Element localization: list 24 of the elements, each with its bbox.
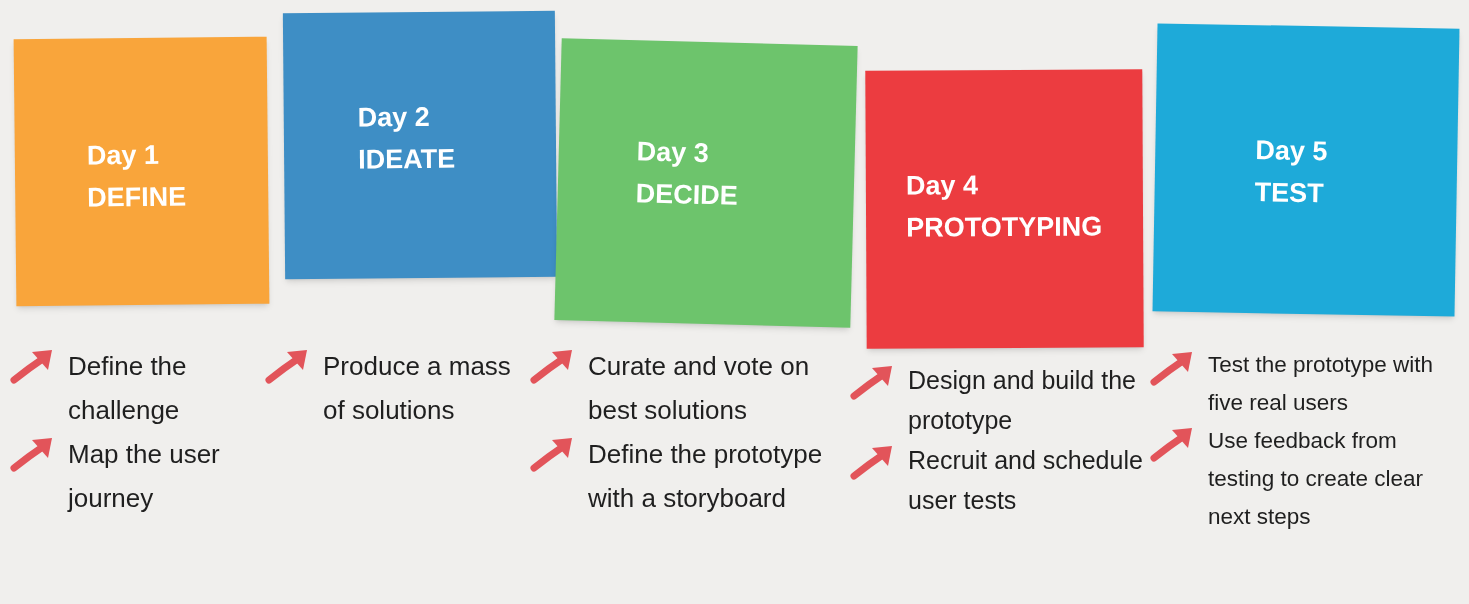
- phase-title: PROTOTYPING: [906, 210, 1103, 245]
- sticky-note: [1152, 23, 1460, 317]
- day-label: Day 1: [86, 138, 160, 173]
- phase-title: IDEATE: [357, 142, 456, 177]
- step-text: Map the user journey: [68, 438, 221, 515]
- sticky-note: [13, 36, 270, 307]
- phase-title: DECIDE: [635, 177, 739, 213]
- step-text: Produce a mass of solutions: [323, 350, 512, 427]
- phase-title: TEST: [1254, 176, 1324, 211]
- day-label: Day 2: [357, 100, 430, 135]
- phase-title: DEFINE: [87, 180, 187, 215]
- step-text: Curate and vote on best solutions: [588, 350, 811, 427]
- step-text: Recruit and schedule user tests: [908, 445, 1144, 516]
- step-text: Use feedback from testing to create clear next steps: [1208, 427, 1425, 531]
- sticky-note: [554, 38, 858, 328]
- sticky-note: [282, 10, 558, 280]
- sticky-note: [865, 69, 1144, 349]
- day-label: Day 3: [636, 135, 710, 171]
- day-label: Day 5: [1254, 134, 1328, 169]
- day-label: Day 4: [905, 169, 979, 203]
- step-text: Define the challenge: [68, 350, 188, 427]
- step-text: Test the prototype with five real users: [1208, 351, 1435, 417]
- step-text: Design and build the prototype: [908, 365, 1137, 436]
- step-text: Define the prototype with a storyboard: [588, 438, 824, 515]
